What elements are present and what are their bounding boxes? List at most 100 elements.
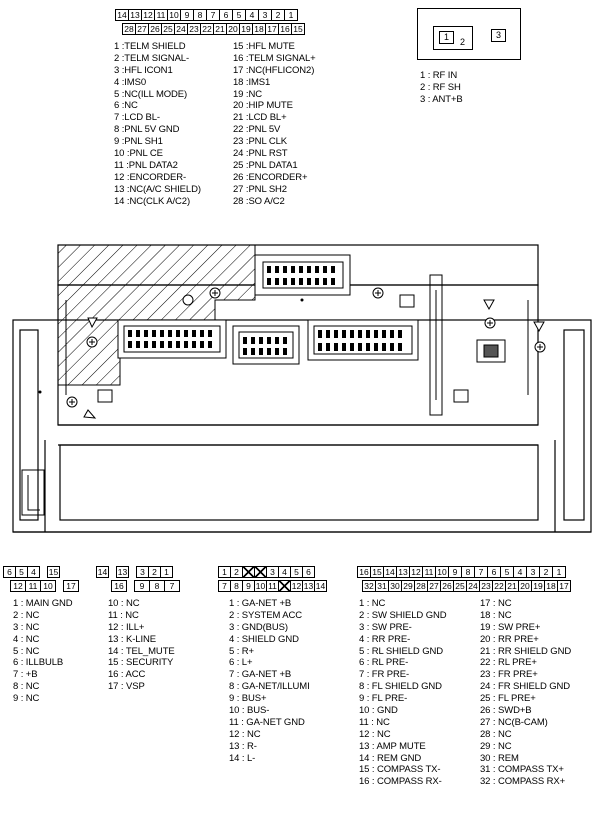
pin-box: 7 <box>164 580 180 592</box>
pin-label: 20 : RR PRE+ <box>480 633 539 645</box>
pin-box: 17 <box>63 580 79 592</box>
pin-box: 1 <box>284 9 298 21</box>
pin-label: 12 :ENCORDER- <box>114 171 187 183</box>
pin-label: 20 :HIP MUTE <box>233 100 293 112</box>
pin-box: 15 <box>291 23 305 35</box>
pin-box: 3 <box>526 566 540 578</box>
pin-label: 17 :NC(HFLICON2) <box>233 64 315 76</box>
pin-box: 1 <box>160 566 173 578</box>
pin-box: 22 <box>492 580 506 592</box>
pin-label: 11 : NC <box>108 609 139 621</box>
pin-label: 21 : RR SHIELD GND <box>480 645 572 657</box>
pin-box: 17 <box>557 580 571 592</box>
pin-label: 4 : RR PRE- <box>359 633 411 645</box>
pin-label: 26 : SWD+B <box>480 705 532 717</box>
pin-label: 16 : ACC <box>108 669 146 681</box>
pin-label: 4 : SHIELD GND <box>229 633 299 645</box>
pin-label: 10 : GND <box>359 705 398 717</box>
rf-pin-1: 1 <box>439 31 454 44</box>
pin-label: 8 : GA-NET/ILLUMI <box>229 681 310 693</box>
pin-box: 7 <box>474 566 488 578</box>
pin-box: 2 <box>539 566 553 578</box>
pin-label: 21 :LCD BL+ <box>233 112 287 124</box>
pin-box: 14 <box>96 566 109 578</box>
pin-box: 16 <box>357 566 371 578</box>
pin-label: 14 : L- <box>229 752 256 764</box>
rf-connector <box>417 8 521 60</box>
pin-box: 8 <box>149 580 165 592</box>
pin-box: 19 <box>531 580 545 592</box>
pin-box: 6 <box>302 566 315 578</box>
pin-label: 2 : SYSTEM ACC <box>229 609 303 621</box>
pin-label: 11 : NC <box>359 716 390 728</box>
pin-label: 7 : FR PRE- <box>359 669 410 681</box>
pin-label: 3 : GND(BUS) <box>229 621 288 633</box>
pin-label: 14 :NC(CLK A/C2) <box>114 195 191 207</box>
pin-box: 28 <box>414 580 428 592</box>
pin-box: 9 <box>134 580 150 592</box>
pin-label: 22 :PNL 5V <box>233 124 281 136</box>
pin-label: 13 :NC(A/C SHIELD) <box>114 183 201 195</box>
pin-label: 6 : L+ <box>229 657 253 669</box>
pin-label: 25 : FL PRE+ <box>480 693 536 705</box>
pin-label: 6 : ILLBULB <box>13 657 64 669</box>
pin-label: 3 : SW PRE- <box>359 621 412 633</box>
pin-label: 3 :HFL ICON1 <box>114 64 173 76</box>
pin-label: 10 :PNL CE <box>114 148 163 160</box>
pin-box: 20 <box>518 580 532 592</box>
pin-label: 27 :PNL SH2 <box>233 183 287 195</box>
pin-label: 13 : AMP MUTE <box>359 740 426 752</box>
pin-label: 18 :IMS1 <box>233 76 271 88</box>
pin-box: 29 <box>401 580 415 592</box>
pin-label: 28 : NC <box>480 728 512 740</box>
pin-box: 31 <box>375 580 389 592</box>
pin-box: 30 <box>388 580 402 592</box>
pin-box: 10 <box>435 566 449 578</box>
pin-label: 16 :TELM SIGNAL+ <box>233 52 316 64</box>
pin-label: 16 : COMPASS RX- <box>359 776 442 788</box>
pin-label: 10 : NC <box>108 598 140 609</box>
pin-label: 31 : COMPASS TX+ <box>480 764 564 776</box>
pin-label: 1 : MAIN GND <box>13 598 73 609</box>
pin-box: 4 <box>513 566 527 578</box>
pin-label: 19 : SW PRE+ <box>480 621 541 633</box>
pin-label: 11 :PNL DATA2 <box>114 159 178 171</box>
pin-label: 17 : NC <box>480 598 512 609</box>
pin-label: 9 : FL PRE- <box>359 693 408 705</box>
pin-box: 6 <box>487 566 501 578</box>
pin-label: 24 : FR SHIELD GND <box>480 681 571 693</box>
pin-label: 2 :TELM SIGNAL- <box>114 52 190 64</box>
pin-label: 25 :PNL DATA1 <box>233 159 298 171</box>
pin-label: 8 : FL SHIELD GND <box>359 681 442 693</box>
pin-label: 1 : RF IN <box>420 70 458 81</box>
pin-box: 11 <box>25 580 41 592</box>
pin-box: 11 <box>422 566 436 578</box>
pin-label: 15 :HFL MUTE <box>233 41 295 52</box>
pin-label: 12 : NC <box>229 728 261 740</box>
pin-label: 5 : R+ <box>229 645 255 657</box>
pin-label: 11 : GA-NET GND <box>229 716 305 728</box>
pin-box: 13 <box>396 566 410 578</box>
pin-label: 5 : RL SHIELD GND <box>359 645 443 657</box>
pin-box: 10 <box>40 580 56 592</box>
pin-label: 5 : NC <box>13 645 40 657</box>
pin-label: 18 : NC <box>480 609 512 621</box>
pin-box: 13 <box>116 566 129 578</box>
pin-label: 3 : ANT+B <box>420 93 463 105</box>
pin-label: 12 : ILL+ <box>108 621 145 633</box>
pin-box: 16 <box>111 580 127 592</box>
pin-label: 22 : RL PRE+ <box>480 657 537 669</box>
pin-label: 6 : RL PRE- <box>359 657 409 669</box>
pin-label: 27 : NC(B-CAM) <box>480 716 548 728</box>
pin-label: 9 : NC <box>13 693 40 705</box>
